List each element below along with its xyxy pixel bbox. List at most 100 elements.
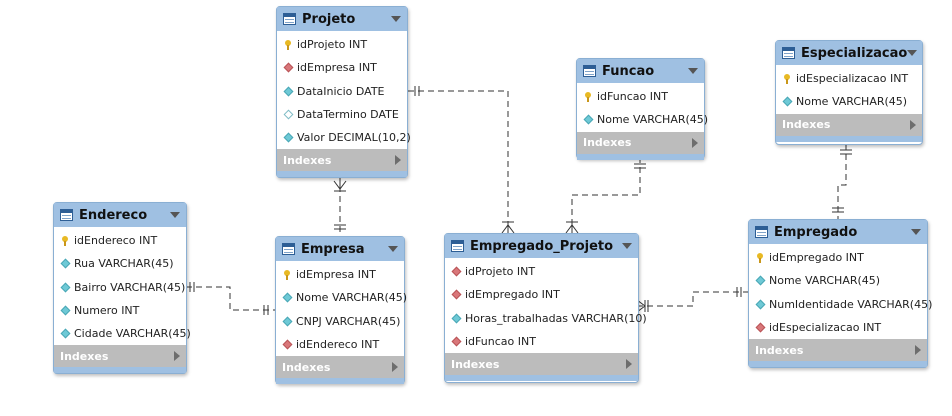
table-endereco[interactable]: Endereco idEndereco INT Rua VARCHAR(45) Bai… — [53, 202, 191, 374]
table-title: Especializacao — [801, 45, 908, 61]
table-title: Endereco — [79, 207, 148, 223]
field-row[interactable]: DataTermino DATE — [277, 103, 407, 126]
indexes-label: Indexes — [755, 343, 804, 357]
field-row[interactable]: idEmpresa INT — [276, 263, 404, 286]
table-title: Empregado_Projeto — [470, 238, 614, 254]
field-label: Nome VARCHAR(45) — [796, 95, 908, 109]
indexes-section[interactable]: Indexes — [276, 356, 404, 379]
field-row[interactable]: idEmpregado INT — [749, 246, 927, 269]
fk-diamond-icon — [451, 289, 461, 300]
field-row[interactable]: Bairro VARCHAR(45) — [54, 276, 186, 299]
field-row[interactable]: CNPJ VARCHAR(45) — [276, 310, 404, 333]
chevron-down-icon[interactable] — [907, 50, 918, 56]
field-row[interactable]: idEndereco INT — [276, 333, 404, 356]
column-diamond-icon — [60, 282, 70, 293]
chevron-down-icon[interactable] — [391, 16, 401, 22]
field-row[interactable]: NumIdentidade VARCHAR(45) — [749, 293, 932, 316]
indexes-section[interactable]: Indexes — [277, 149, 407, 172]
rel-especializacao-empregado — [837, 144, 847, 219]
expand-arrow-icon[interactable] — [395, 155, 401, 166]
field-label: idProjeto INT — [297, 38, 368, 52]
field-list: idEmpresa INT Nome VARCHAR(45) CNPJ VARCHA… — [276, 261, 408, 356]
expand-arrow-icon[interactable] — [174, 351, 180, 362]
indexes-label: Indexes — [283, 153, 332, 167]
table-icon — [282, 243, 295, 255]
fk-diamond-icon — [451, 336, 461, 347]
table-header[interactable]: Endereco — [54, 203, 186, 227]
field-label: Valor DECIMAL(10,2) — [297, 131, 411, 145]
rel-empregado-empregado-projeto — [637, 291, 748, 307]
indexes-section[interactable]: Indexes — [749, 339, 927, 362]
column-diamond-icon — [782, 96, 792, 107]
field-row[interactable]: idEmpregado INT — [445, 283, 638, 306]
field-row[interactable]: idFuncao INT — [445, 330, 638, 353]
field-label: DataInicio DATE — [297, 84, 385, 98]
indexes-section[interactable]: Indexes — [577, 131, 704, 154]
field-row[interactable]: idEndereco INT — [54, 229, 186, 252]
chevron-down-icon[interactable] — [688, 68, 698, 74]
field-list: idEspecializacao INT Nome VARCHAR(45) — [776, 65, 922, 114]
column-diamond-icon — [583, 114, 593, 125]
expand-arrow-icon[interactable] — [910, 119, 916, 130]
field-label: Nome VARCHAR(45) — [769, 274, 881, 288]
field-label: idEspecializacao INT — [796, 72, 909, 86]
field-label: idEndereco INT — [74, 234, 158, 248]
pk-key-icon — [282, 269, 292, 280]
field-row[interactable]: Horas_trabalhadas VARCHAR(10) — [445, 307, 647, 330]
table-footer — [577, 153, 704, 160]
table-especializacao[interactable]: Especializacao idEspecializacao INT Nome V… — [775, 40, 923, 145]
chevron-down-icon[interactable] — [911, 229, 921, 235]
rel-projeto-empregado-projeto — [408, 90, 509, 233]
field-row[interactable]: idEspecializacao INT — [776, 67, 922, 90]
field-row[interactable]: Valor DECIMAL(10,2) — [277, 126, 411, 149]
field-row[interactable]: Nome VARCHAR(45) — [776, 90, 922, 113]
field-row[interactable]: Nome VARCHAR(45) — [276, 286, 408, 309]
indexes-section[interactable]: Indexes — [776, 113, 922, 136]
field-row[interactable]: idProjeto INT — [445, 260, 638, 283]
table-footer — [749, 361, 927, 368]
chevron-down-icon[interactable] — [170, 212, 180, 218]
field-label: DataTermino DATE — [297, 108, 399, 122]
expand-arrow-icon[interactable] — [626, 359, 632, 370]
chevron-down-icon[interactable] — [622, 243, 632, 249]
indexes-section[interactable]: Indexes — [445, 353, 638, 376]
expand-arrow-icon[interactable] — [915, 345, 921, 356]
indexes-label: Indexes — [282, 360, 331, 374]
column-diamond-icon — [60, 328, 70, 339]
pk-key-icon — [283, 39, 293, 50]
table-header[interactable]: Projeto — [277, 7, 407, 31]
field-row[interactable]: Cidade VARCHAR(45) — [54, 322, 191, 345]
field-row[interactable]: Rua VARCHAR(45) — [54, 252, 186, 275]
table-projeto[interactable]: Projeto idProjeto INT idEmpresa INT DataIni… — [276, 6, 411, 178]
indexes-section[interactable]: Indexes — [54, 345, 186, 368]
table-header[interactable]: Especializacao — [776, 41, 922, 65]
field-row[interactable]: DataInicio DATE — [277, 80, 407, 103]
field-row[interactable]: idFuncao INT — [577, 85, 704, 108]
field-row[interactable]: Nome VARCHAR(45) — [749, 269, 927, 292]
field-row[interactable]: idProjeto INT — [277, 33, 407, 56]
field-label: Nome VARCHAR(45) — [296, 291, 408, 305]
field-label: idEspecializacao INT — [769, 321, 882, 335]
column-diamond-icon — [283, 86, 293, 97]
field-label: idEmpresa INT — [297, 61, 377, 75]
chevron-down-icon[interactable] — [388, 246, 398, 252]
field-label: Rua VARCHAR(45) — [74, 257, 174, 271]
expand-arrow-icon[interactable] — [392, 362, 398, 373]
field-row[interactable]: idEspecializacao INT — [749, 316, 927, 339]
field-row[interactable]: Nome VARCHAR(45) — [577, 108, 708, 131]
table-header[interactable]: Empregado_Projeto — [445, 234, 638, 258]
table-header[interactable]: Funcao — [577, 59, 704, 83]
table-header[interactable]: Empregado — [749, 220, 927, 244]
table-footer — [277, 171, 407, 178]
expand-arrow-icon[interactable] — [692, 137, 698, 148]
table-icon — [283, 13, 296, 25]
table-header[interactable]: Empresa — [276, 237, 404, 261]
field-row[interactable]: idEmpresa INT — [277, 56, 407, 79]
field-row[interactable]: Numero INT — [54, 299, 186, 322]
field-label: CNPJ VARCHAR(45) — [296, 314, 401, 328]
